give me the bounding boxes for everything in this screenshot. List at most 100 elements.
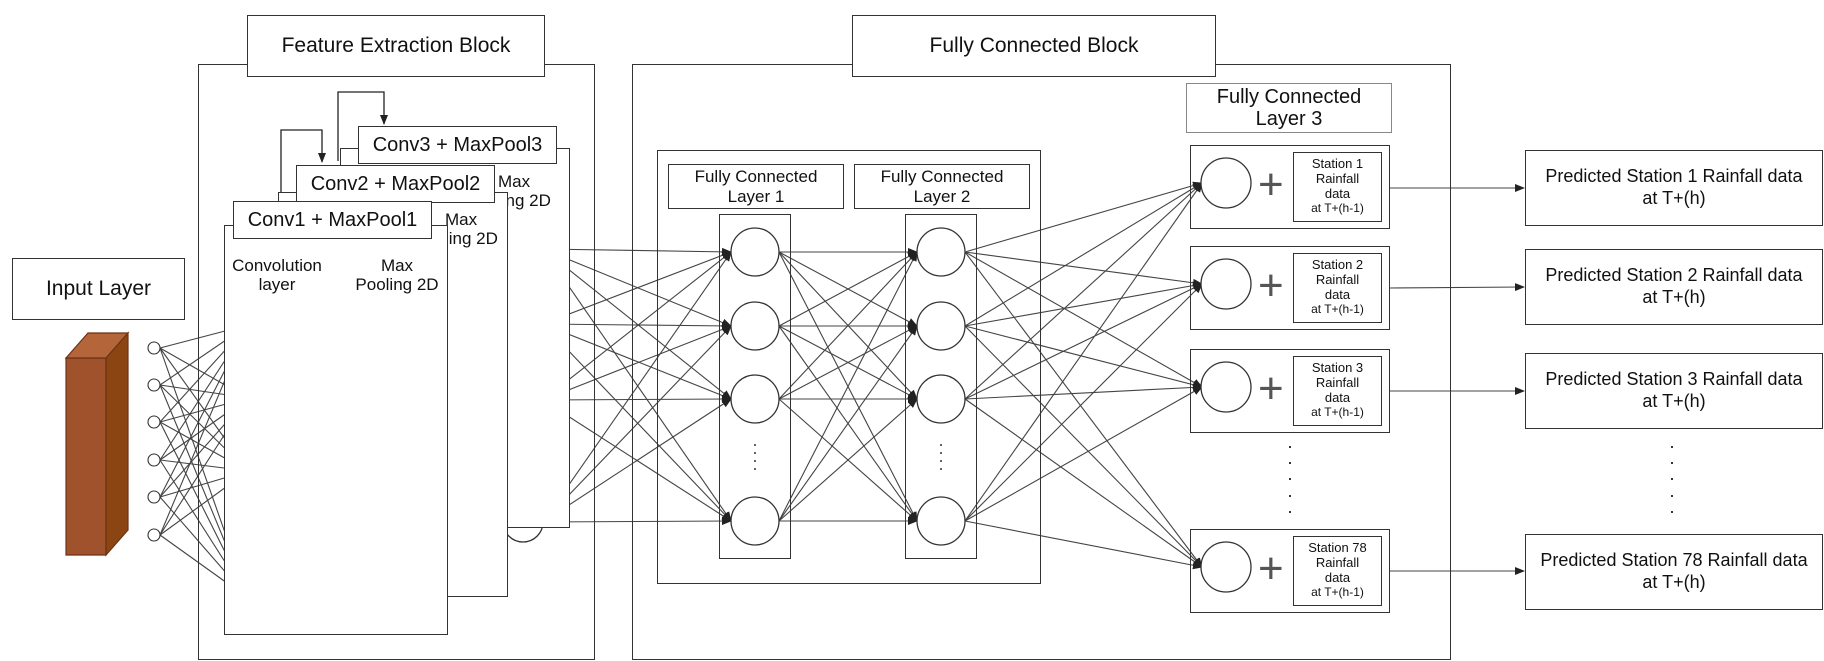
fc2-fc3-connection bbox=[964, 383, 1203, 400]
pool-fc1-connection bbox=[542, 251, 732, 325]
fc2-fc3-connection bbox=[964, 386, 1203, 522]
fc2-fc3-connection bbox=[964, 182, 1203, 400]
input-node bbox=[147, 341, 161, 355]
max-pooling-label: Max Pooling 2D bbox=[355, 256, 439, 295]
pool-fc1-connection bbox=[542, 325, 732, 523]
fc2-fc3-connection bbox=[964, 181, 1203, 253]
ellipsis-dots bbox=[754, 468, 756, 470]
conv2-title: Conv2 + MaxPool2 bbox=[296, 165, 495, 203]
fc2-neuron bbox=[916, 301, 966, 351]
ellipsis-stations: ····· bbox=[1287, 436, 1293, 521]
pool-fc1-connection bbox=[542, 248, 732, 522]
fc2-fc3-connection bbox=[964, 251, 1203, 388]
pool-fc1-connection bbox=[542, 247, 732, 256]
ellipsis-dots bbox=[940, 452, 942, 454]
ellipsis-dots bbox=[940, 468, 942, 470]
station-3-input: Station 3 Rainfall data at T+(h-1) bbox=[1293, 356, 1382, 426]
ellipsis-dots bbox=[940, 460, 942, 462]
station-row-1 bbox=[1190, 145, 1390, 229]
feature-extraction-title: Feature Extraction Block bbox=[247, 15, 545, 77]
station-row-2 bbox=[1190, 246, 1390, 330]
fc1-neuron bbox=[730, 374, 780, 424]
fc3-neuron bbox=[1200, 361, 1252, 413]
pool-fc1-connection bbox=[542, 323, 732, 400]
fc3-neuron bbox=[1200, 541, 1252, 593]
fully-connected-title: Fully Connected Block bbox=[852, 15, 1216, 77]
fc2-fc3-connection bbox=[964, 283, 1203, 400]
pool-fc1-connection bbox=[542, 321, 732, 330]
fc2-neuron-column bbox=[905, 214, 977, 559]
fc2-fc3-connection bbox=[964, 398, 1203, 568]
plus-icon: + bbox=[1258, 160, 1284, 209]
fc2-fc3-connection bbox=[964, 520, 1203, 570]
station-1-input: Station 1 Rainfall data at T+(h-1) bbox=[1293, 152, 1382, 222]
fc2-title: Fully Connected Layer 2 bbox=[854, 164, 1030, 209]
conv1-panel bbox=[224, 225, 448, 635]
skip-arrow-conv2-conv3 bbox=[337, 91, 388, 161]
fc1-fc2-connection bbox=[778, 325, 918, 522]
fc2-neuron bbox=[916, 374, 966, 424]
pool-label-layer2: Max ling 2D bbox=[445, 210, 498, 249]
station-row-3 bbox=[1190, 349, 1390, 433]
station-2-input: Station 2 Rainfall data at T+(h-1) bbox=[1293, 253, 1382, 323]
fc2-neuron bbox=[916, 227, 966, 277]
pool-fc1-connection bbox=[542, 325, 732, 401]
fc1-neuron bbox=[730, 227, 780, 277]
fc2-fc3-connection bbox=[964, 283, 1203, 522]
input-node bbox=[147, 453, 161, 467]
fc3-neuron bbox=[1200, 258, 1252, 310]
ellipsis-dots bbox=[754, 460, 756, 462]
fc1-neuron bbox=[730, 496, 780, 546]
ellipsis-dots bbox=[940, 444, 942, 446]
fc12-container bbox=[657, 150, 1041, 584]
pool-fc1-connection bbox=[542, 517, 732, 526]
input-node bbox=[147, 378, 161, 392]
pool-fc1-connection bbox=[542, 251, 732, 523]
input-node bbox=[147, 415, 161, 429]
ellipsis-dots bbox=[754, 444, 756, 446]
fc2-fc3-connection bbox=[964, 325, 1203, 389]
fc2-fc3-connection bbox=[964, 281, 1203, 327]
conv1-title: Conv1 + MaxPool1 bbox=[233, 201, 432, 239]
pool-fc1-connection bbox=[542, 398, 732, 523]
fc3-neuron bbox=[1200, 157, 1252, 209]
fc3-title: Fully Connected Layer 3 bbox=[1186, 83, 1392, 133]
fc2-fc3-connection bbox=[964, 325, 1203, 568]
fc1-fc2-connection bbox=[778, 251, 918, 400]
plus-icon: + bbox=[1258, 364, 1284, 413]
convolution-layer-label: Convolution layer bbox=[232, 256, 322, 295]
plus-icon: + bbox=[1258, 261, 1284, 310]
pool-fc1-connection bbox=[542, 248, 732, 400]
output-arrow bbox=[1389, 283, 1525, 292]
conv3-title: Conv3 + MaxPool3 bbox=[358, 126, 557, 164]
ellipsis-dots bbox=[754, 452, 756, 454]
input-layer-text: Input Layer bbox=[45, 277, 152, 301]
pool-fc1-connection bbox=[542, 395, 732, 404]
fc1-neuron-column bbox=[719, 214, 791, 559]
fc1-fc2-connection bbox=[778, 251, 918, 522]
input-data-block bbox=[64, 331, 130, 557]
ellipsis-predictions: ····· bbox=[1669, 436, 1675, 521]
pool-fc1-connection bbox=[542, 251, 732, 401]
input-node bbox=[147, 490, 161, 504]
fc2-fc3-connection bbox=[964, 182, 1203, 327]
pool-fc1-connection bbox=[542, 323, 732, 522]
fc2-fc3-connection bbox=[964, 182, 1203, 522]
station-78-input: Station 78 Rainfall data at T+(h-1) bbox=[1293, 536, 1382, 606]
fc2-neuron bbox=[916, 496, 966, 546]
fc2-fc3-connection bbox=[964, 251, 1203, 568]
fc1-neuron bbox=[730, 301, 780, 351]
fc1-fc2-connection bbox=[778, 325, 918, 400]
input-node bbox=[147, 528, 161, 542]
fc1-title: Fully Connected Layer 1 bbox=[668, 164, 844, 209]
plus-icon: + bbox=[1258, 544, 1284, 593]
input-layer-label: Input Layer bbox=[12, 258, 185, 320]
station-row-78 bbox=[1190, 529, 1390, 613]
skip-arrow-conv1-conv2 bbox=[280, 129, 326, 199]
fc1-fc2-connection bbox=[778, 398, 918, 522]
fc1-fc2-connection bbox=[778, 251, 918, 327]
